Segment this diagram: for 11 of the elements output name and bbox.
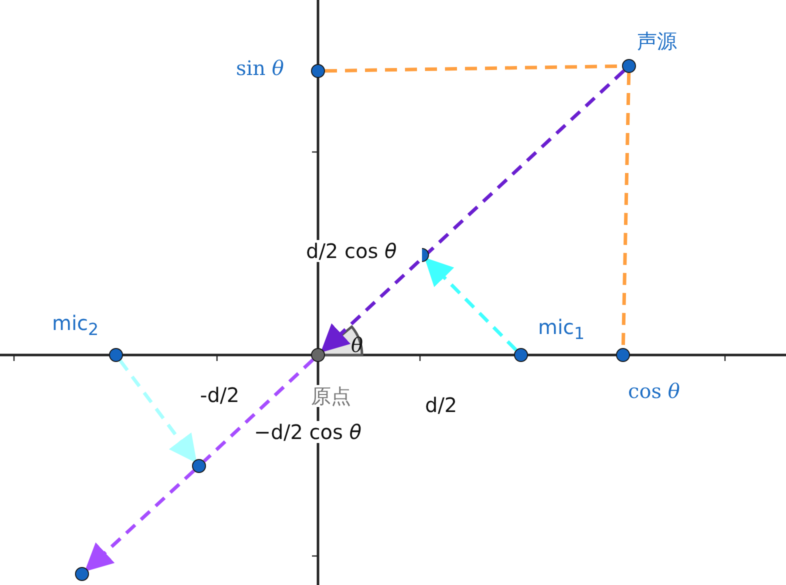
point-label: d/2 cos θ <box>306 240 397 262</box>
arrow <box>84 469 196 572</box>
tick-label: d/2 <box>425 394 458 416</box>
tick-label: -d/2 <box>200 384 240 406</box>
arrow <box>424 257 518 352</box>
arrow <box>320 69 626 353</box>
point-label: −d/2 cos θ <box>254 421 362 443</box>
point-label: 声源 <box>637 30 677 52</box>
point-label: 原点 <box>311 385 351 407</box>
dashed-line <box>202 358 314 462</box>
arrow <box>118 360 197 464</box>
